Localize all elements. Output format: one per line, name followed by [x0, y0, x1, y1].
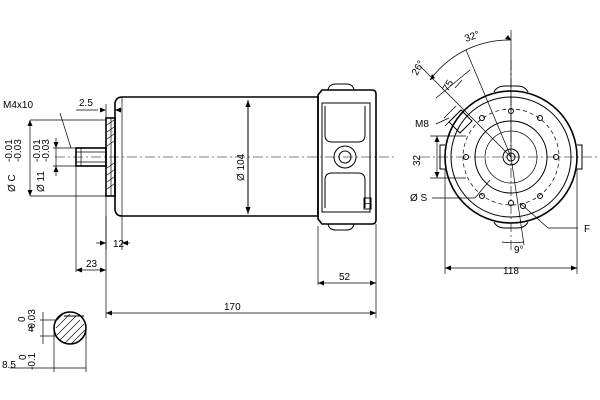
label-75: 75 [441, 78, 456, 94]
label-dia-104: Ø 104 [236, 153, 247, 181]
motor-body [114, 96, 319, 217]
label-32: 32 [412, 154, 423, 166]
shaft-key-section [10, 311, 87, 372]
label-23: 23 [86, 259, 98, 270]
label-2-5: 2.5 [79, 98, 93, 109]
label-tol-11-upper: -0.01 [32, 139, 43, 162]
output-shaft [75, 147, 107, 167]
rear-bearing-boss [333, 145, 357, 169]
label-angle-26: 26° [410, 59, 427, 78]
label-f: F [584, 224, 590, 235]
label-key-8-5: 8.5 [2, 360, 16, 371]
label-tol-11-lower: -0.03 [41, 139, 52, 162]
label-key-4-visible: 4 [28, 324, 34, 335]
rear-end-cap [317, 83, 377, 231]
label-12: 12 [113, 239, 125, 250]
label-118: 118 [503, 266, 519, 277]
label-angle-32: 32° [463, 29, 481, 45]
label-tol-c-upper: -0.01 [4, 139, 15, 162]
label-m8: M8 [415, 119, 429, 130]
dimension-labels: M4x10 2.5 -0.01 -0.03 Ø C -0.01 -0.03 Ø … [2, 29, 590, 371]
label-dia-s: Ø S [410, 193, 428, 204]
label-key-tol-upper: 0 [17, 316, 28, 322]
front-flange-hatch [106, 119, 115, 190]
front-view [419, 30, 600, 274]
label-key-tol2-lower: -0.1 [27, 352, 38, 370]
label-key-tol-lower: -0.03 [27, 309, 38, 332]
label-dia-11: Ø 11 [36, 171, 47, 192]
label-tol-c-lower: -0.03 [13, 139, 24, 162]
angled-terminal [443, 105, 473, 134]
label-key-tol2-upper: 0 [18, 354, 29, 360]
label-170: 170 [224, 302, 241, 313]
label-52: 52 [339, 272, 351, 283]
thread-leader [59, 112, 72, 149]
label-thread: M4x10 [3, 100, 33, 111]
side-view [27, 83, 395, 318]
label-dia-c: Ø C [7, 174, 18, 192]
label-angle-9: 9° [514, 245, 524, 256]
